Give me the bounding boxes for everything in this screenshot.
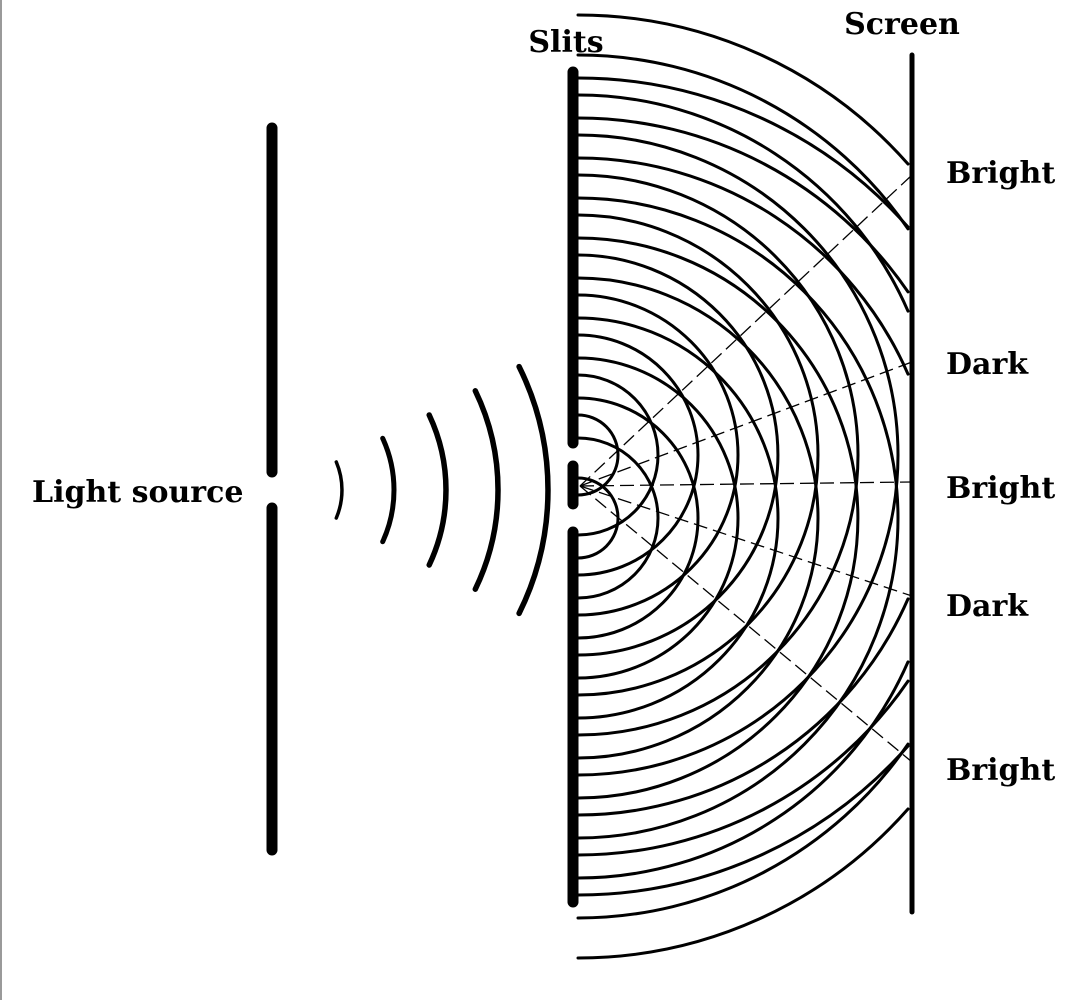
slit-wavefront	[576, 276, 820, 760]
slit-wavefront	[576, 93, 910, 313]
slit-wavefront	[576, 373, 660, 537]
slit-wavefront	[576, 356, 740, 680]
slit-wavefront	[576, 236, 860, 800]
slit-wavefront	[576, 156, 910, 376]
slit-wavefront	[576, 13, 910, 166]
slit-wavefront	[576, 53, 910, 231]
light-source-label: Light source	[32, 475, 243, 510]
slit-wavefront	[576, 213, 820, 697]
fringe-label: Dark	[946, 347, 1029, 382]
fringe-label: Dark	[946, 589, 1029, 624]
slit-wavefront	[576, 679, 910, 857]
slit-wavefront	[576, 742, 910, 920]
slit-wavefront	[576, 597, 910, 817]
fringe-label: Bright	[946, 471, 1055, 506]
slit-wavefront	[576, 173, 860, 737]
fringe-line	[579, 174, 913, 487]
fringe-label: Bright	[946, 753, 1055, 788]
incoming-wavefront	[380, 435, 397, 545]
incoming-wavefronts	[334, 363, 551, 617]
fringe-line	[579, 361, 913, 487]
slit-wavefront	[576, 396, 700, 640]
screen-label: Screen	[844, 7, 960, 42]
slit-wavefront	[576, 660, 910, 880]
slits-label: Slits	[528, 25, 603, 60]
slit-wavefronts	[576, 13, 910, 960]
slit-wavefront	[576, 807, 910, 960]
slit-wavefront	[576, 333, 700, 577]
incoming-wavefront	[426, 412, 449, 568]
fringe-lines	[579, 174, 913, 763]
fringe-label: Bright	[946, 156, 1055, 191]
incoming-wavefront	[334, 460, 344, 520]
slit-wavefront	[576, 293, 740, 617]
slit-wavefront	[576, 196, 900, 840]
slit-wavefront	[576, 116, 910, 294]
slit-wavefront	[576, 436, 660, 600]
slit-wavefront	[576, 744, 910, 897]
incoming-wavefront	[516, 363, 551, 617]
fringe-line	[579, 485, 913, 763]
fringe-line	[579, 485, 913, 597]
slit-wavefront	[576, 413, 620, 497]
slit-wavefront	[576, 253, 780, 657]
slit-wavefront	[576, 316, 780, 720]
fringe-line	[579, 481, 913, 487]
slit-wavefront	[576, 76, 910, 229]
slit-wavefront	[576, 133, 900, 777]
incoming-wavefront	[472, 388, 501, 592]
